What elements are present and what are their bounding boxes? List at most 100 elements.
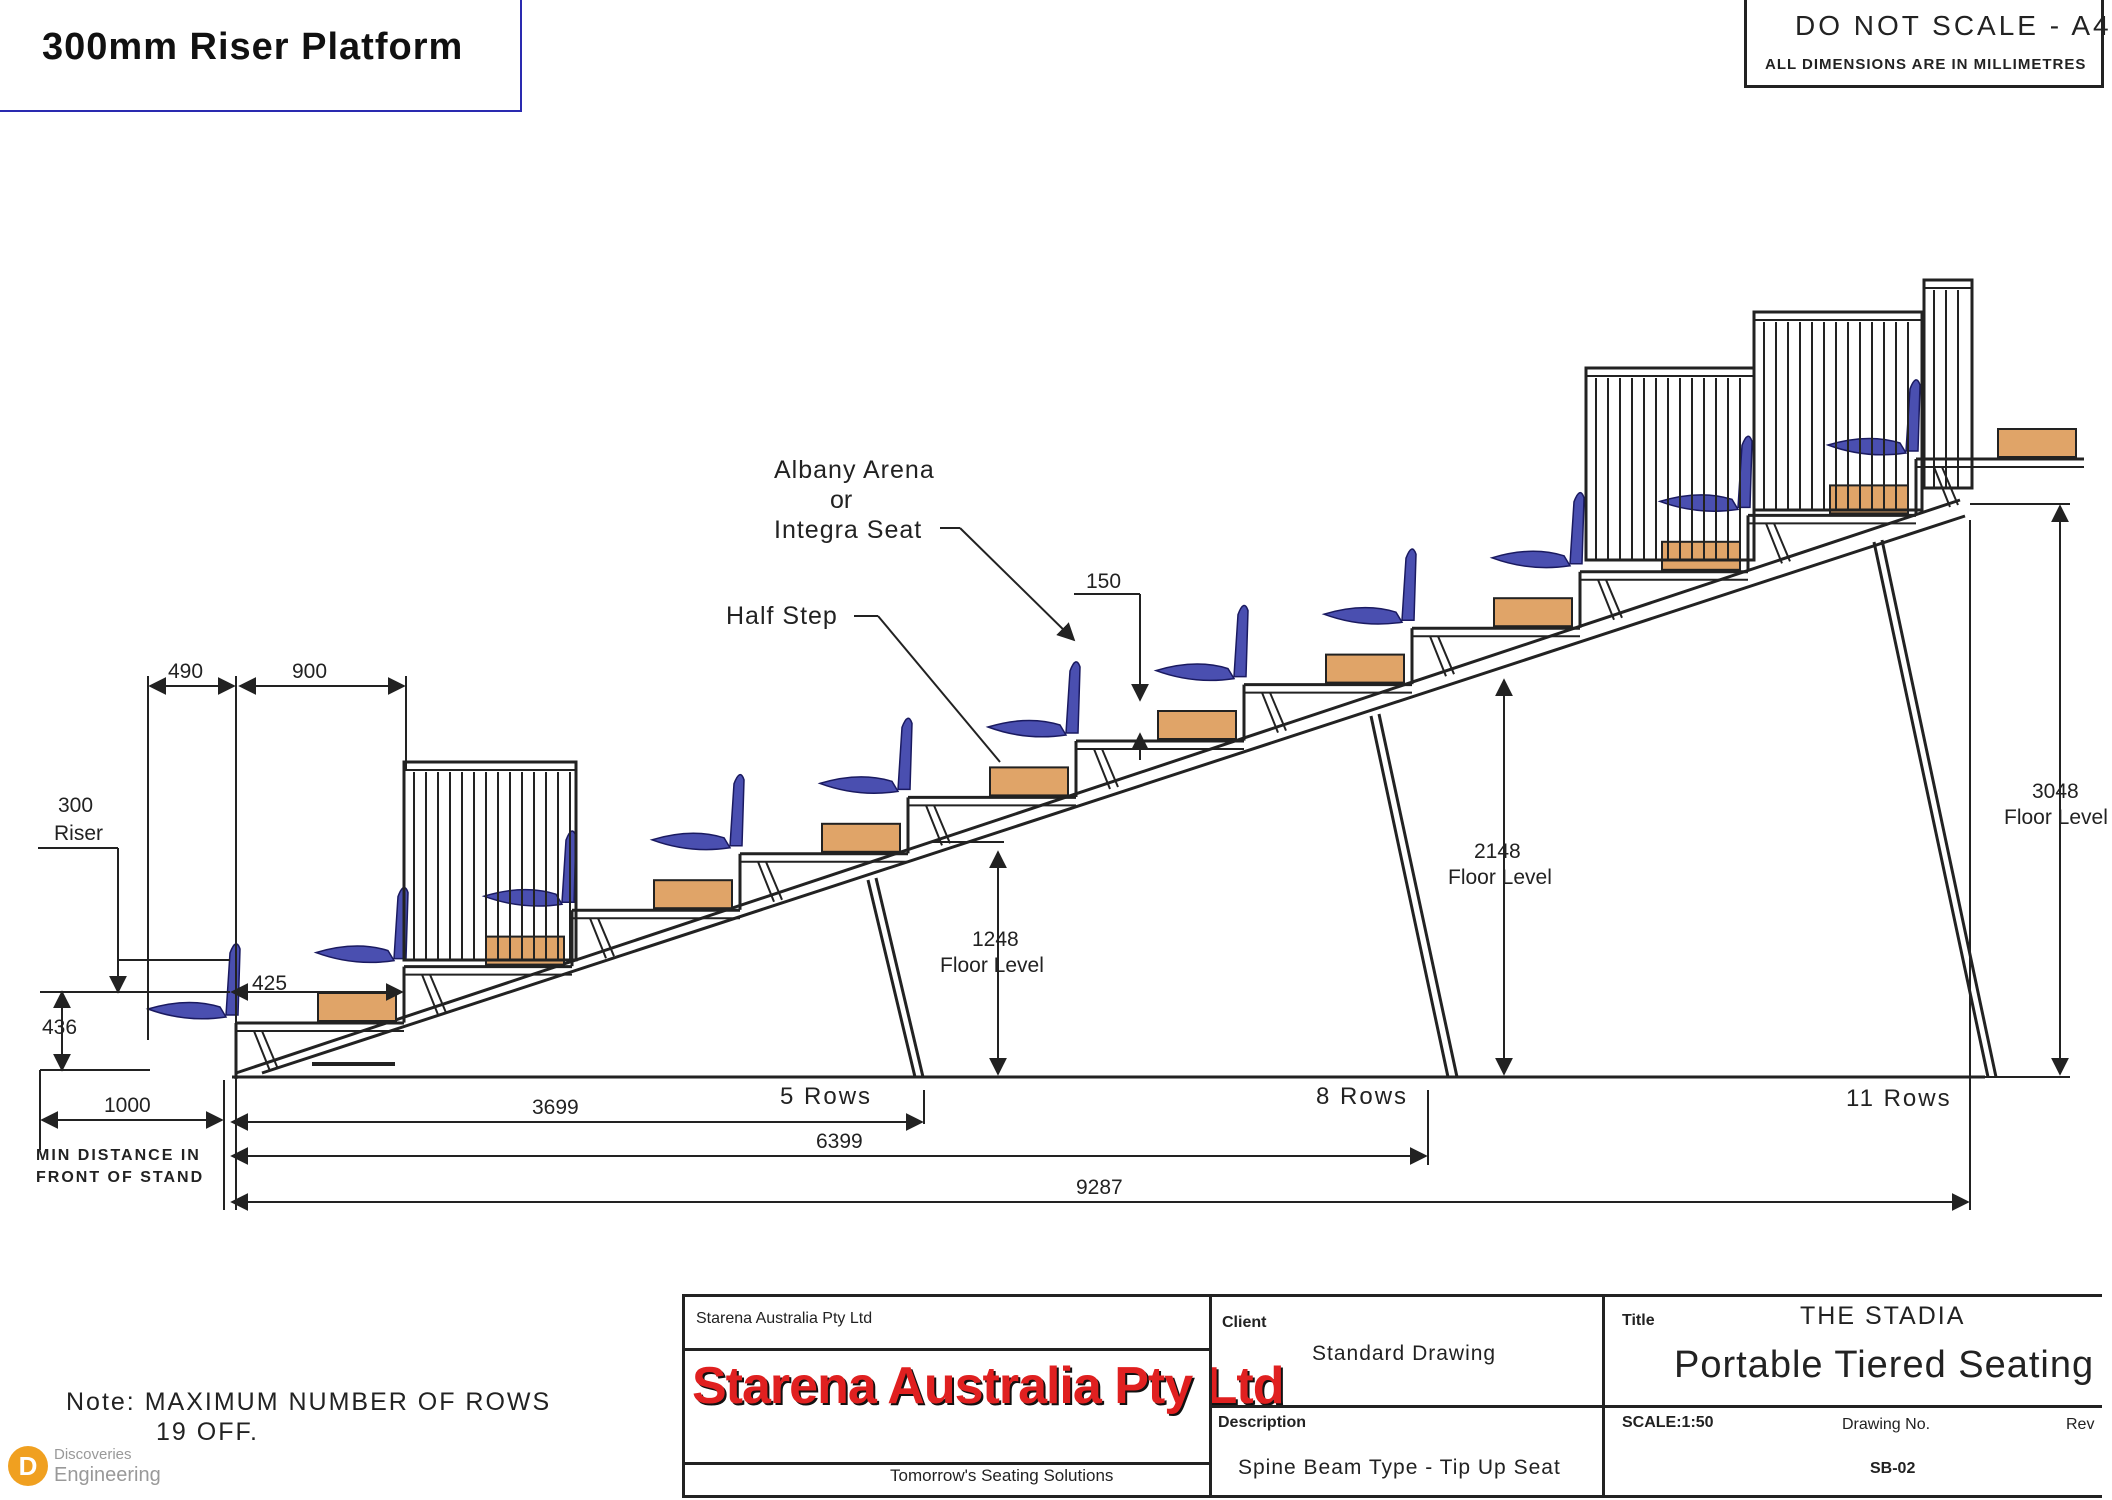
title-box: 300mm Riser Platform: [0, 0, 522, 112]
seat-back: [1569, 491, 1585, 565]
half-step: [653, 879, 733, 910]
watermark-line-1: Discoveries: [54, 1446, 132, 1463]
half-step: [1997, 428, 2077, 458]
tier-bracket: [1597, 579, 1615, 621]
seat-back: [1233, 604, 1249, 678]
seat-pan: [985, 719, 1068, 738]
half-step: [317, 992, 397, 1022]
tier-bracket: [429, 974, 447, 1013]
rows-5: 5 Rows: [780, 1083, 872, 1110]
dimensions-note: ALL DIMENSIONS ARE IN MILLIMETRES: [1765, 56, 2087, 73]
floor-2148-value: 2148: [1474, 840, 1521, 863]
drawing-no-value: SB-02: [1870, 1460, 1916, 1477]
floor-3048-label: Floor Level: [2004, 806, 2108, 829]
floor-2148-label: Floor Level: [1448, 866, 1552, 889]
tier-bracket: [1101, 748, 1119, 788]
drawing-no-label: Drawing No.: [1842, 1416, 1931, 1433]
tiers: [145, 379, 2084, 1079]
tier-bracket: [1437, 635, 1455, 675]
tier-bracket: [757, 861, 775, 903]
spine-beam: [235, 498, 1966, 1075]
rev-label: Rev: [2066, 1416, 2095, 1433]
dim-6399: 6399: [816, 1130, 863, 1153]
dim-9287: 9287: [1076, 1176, 1123, 1199]
client-label: Client: [1222, 1314, 1267, 1331]
seat-back: [897, 717, 913, 791]
tier-bracket: [765, 861, 783, 901]
title-block-numbers: [1602, 1405, 2102, 1498]
seat-pan: [1489, 550, 1572, 569]
seat-pan: [649, 832, 732, 851]
tier-bracket: [933, 805, 951, 844]
seat-pan: [1321, 606, 1404, 625]
tier-bracket: [421, 974, 439, 1015]
half-step: [1325, 653, 1405, 684]
seat-back: [1737, 435, 1753, 509]
seat-back: [1065, 661, 1081, 734]
seat-pan: [145, 1001, 228, 1020]
seat-back: [1905, 379, 1921, 452]
half-step: [821, 822, 901, 853]
dim-490: 490: [168, 660, 203, 683]
seat-callout-line-1: Albany Arena: [774, 456, 935, 484]
dim-436: 436: [42, 1016, 77, 1039]
title-value-2: Portable Tiered Seating: [1674, 1344, 2095, 1386]
min-distance-line-1: MIN DISTANCE IN: [36, 1147, 201, 1164]
client-value: Standard Drawing: [1312, 1342, 1497, 1365]
riser-label: Riser: [54, 822, 103, 845]
seat-pan: [817, 776, 900, 794]
tier-bracket: [597, 917, 615, 957]
title-value-1: THE STADIA: [1800, 1302, 1966, 1330]
company-tagline: Tomorrow's Seating Solutions: [890, 1466, 1114, 1485]
tier-bracket: [1605, 579, 1623, 619]
tier-bracket: [925, 805, 943, 846]
title-block-company-divider: [682, 1348, 1212, 1351]
floor-1248-value: 1248: [972, 928, 1019, 951]
half-step: [1157, 710, 1237, 740]
tier-bracket: [1765, 523, 1783, 564]
note: Note: MAXIMUM NUMBER OF ROWS 19 OFF.: [66, 1388, 551, 1446]
floor-3048-value: 3048: [2032, 780, 2079, 803]
floor-1248-label: Floor Level: [940, 954, 1044, 977]
seat-back: [729, 773, 745, 847]
seat-back: [393, 886, 409, 960]
seat-callout-line-3: Integra Seat: [774, 516, 922, 544]
dim-1000: 1000: [104, 1094, 151, 1117]
dimension-labels: 490 900 150 425 436 300 Riser 1000 MIN D…: [36, 456, 2108, 1199]
note-line-1: Note: MAXIMUM NUMBER OF ROWS: [66, 1388, 551, 1416]
description-label: Description: [1218, 1414, 1307, 1431]
rows-11: 11 Rows: [1846, 1085, 1952, 1112]
company-small-name: Starena Australia Pty Ltd: [696, 1310, 873, 1327]
tier-bracket: [1429, 635, 1447, 677]
half-step: [1661, 540, 1741, 571]
seat-pan: [1657, 494, 1740, 512]
seat-pan: [313, 945, 396, 964]
tier-bracket: [1941, 466, 1959, 506]
tier-bracket: [253, 1030, 271, 1072]
dim-3699: 3699: [532, 1096, 579, 1119]
seat-callout-line-2: or: [830, 486, 852, 514]
scale-note: DO NOT SCALE - A4: [1795, 10, 2112, 41]
title-block-tagline-divider: [682, 1462, 1212, 1465]
half-step: [989, 766, 1069, 797]
company-logo-text: Starena Australia Pty Ltd: [692, 1357, 1284, 1415]
tier-bracket: [1261, 692, 1279, 733]
description-value: Spine Beam Type - Tip Up Seat: [1238, 1456, 1561, 1479]
tier-bracket: [261, 1030, 279, 1070]
support-legs: [866, 539, 1998, 1078]
guard-rails: [402, 278, 1974, 962]
tier-bracket: [1269, 692, 1287, 731]
half-step: [1493, 597, 1573, 628]
note-line-2: 19 OFF.: [156, 1418, 259, 1446]
seat-pan: [1825, 437, 1908, 456]
seat-pan: [1153, 663, 1236, 682]
tier-bracket: [1093, 748, 1111, 790]
tier-bracket: [589, 917, 607, 959]
dim-300: 300: [58, 794, 93, 817]
scale-label: SCALE:1:50: [1622, 1414, 1714, 1431]
dimension-lines: [38, 503, 2070, 1211]
dim-425: 425: [252, 972, 287, 995]
company-logo: Starena Australia Pty Ltd: [692, 1356, 1284, 1416]
